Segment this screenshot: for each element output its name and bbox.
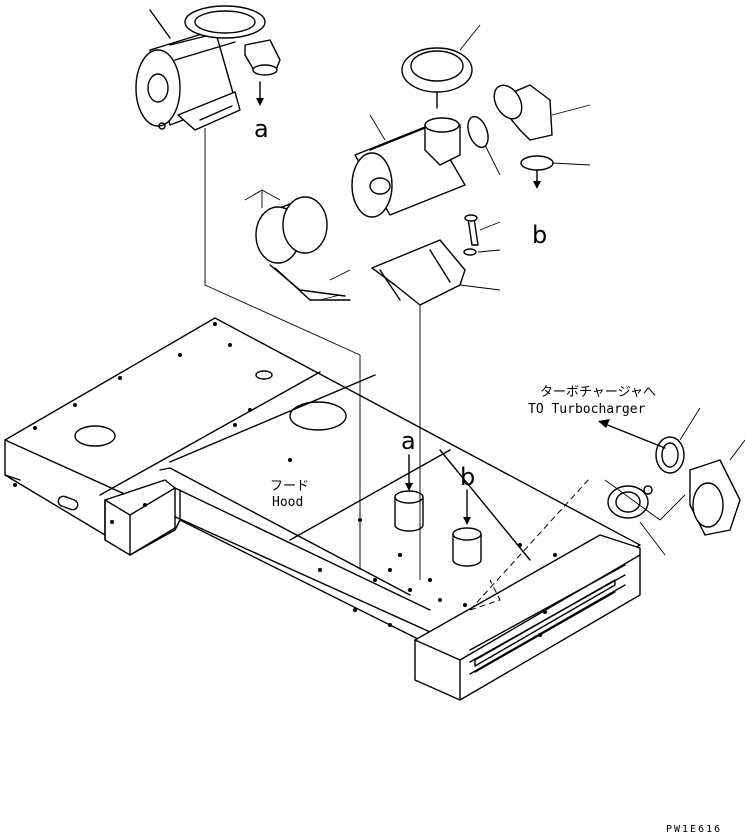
- intake-port-a: [394, 490, 424, 532]
- band-clamp-set: [244, 189, 351, 301]
- turbo-connection-parts: [598, 407, 745, 556]
- turbo-label-en: TO Turbocharger: [528, 402, 646, 417]
- callout-b-top: b: [532, 221, 547, 249]
- callout-a-top: a: [254, 115, 269, 143]
- hood-bolt-holes: [13, 322, 557, 637]
- air-cleaner-exploded: [351, 24, 591, 580]
- drawing-code: PW1E616: [666, 824, 722, 835]
- hood-label-jp: フード: [270, 479, 309, 494]
- intake-port-b: [452, 527, 482, 567]
- hood-assembly: [4, 317, 641, 701]
- callout-b-bottom: b: [460, 463, 475, 491]
- hood-label-en: Hood: [272, 495, 303, 510]
- callout-a-bottom: a: [401, 427, 416, 455]
- air-cleaner-assembled: [135, 5, 361, 570]
- turbo-label-jp: ターボチャージャへ: [540, 385, 656, 400]
